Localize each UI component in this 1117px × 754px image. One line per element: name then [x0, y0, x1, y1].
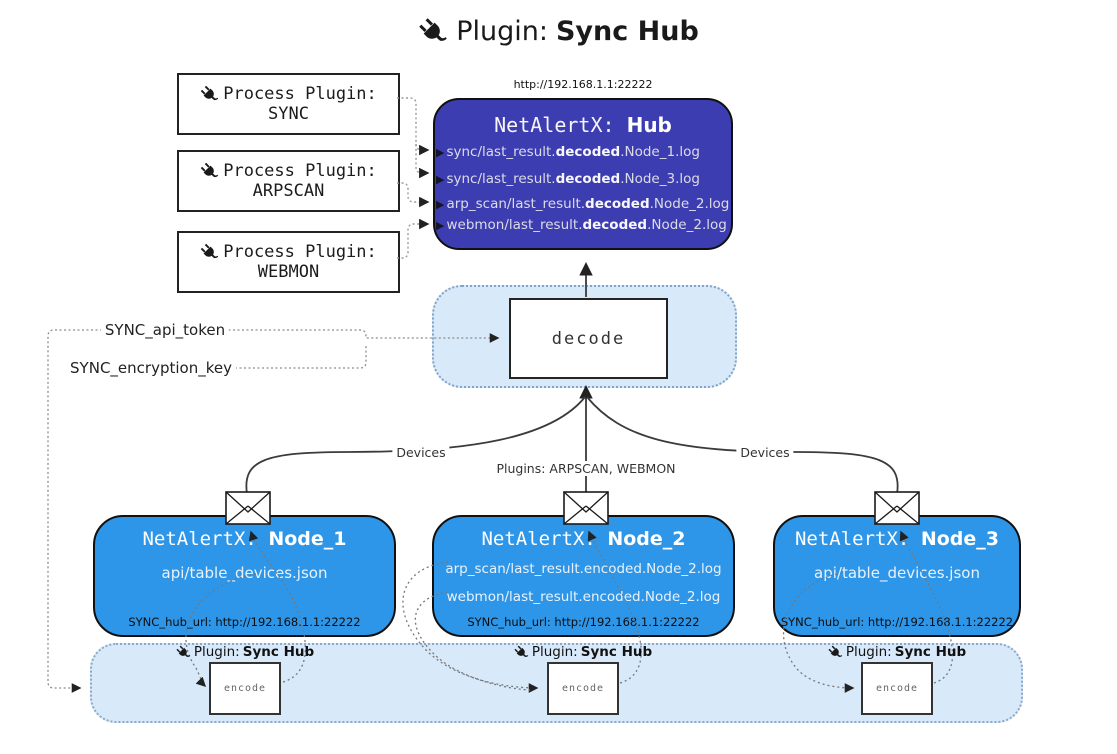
plug-icon	[827, 644, 843, 660]
decode-box: decode	[509, 298, 668, 379]
node-1-box: NetAlertX: Node_1 api/table_devices.json…	[93, 515, 396, 637]
node-log-line: webmon/last_result.encoded.Node_2.log	[446, 589, 721, 605]
hub-log-line: ▶sync/last_result.decoded.Node_3.log	[436, 171, 700, 187]
hub-log-line: ▶webmon/last_result.decoded.Node_2.log	[436, 217, 727, 233]
hub-url-label: http://192.168.1.1:22222	[513, 78, 653, 91]
node-hub-url: SYNC_hub_url: http://192.168.1.1:22222	[467, 615, 700, 629]
title-label: Plugin:	[456, 16, 548, 47]
process-plugin-box-webmon: Process Plugin: WEBMON	[177, 231, 400, 293]
edge-label-plugins-center: Plugins: ARPSCAN, WEBMON	[492, 461, 680, 476]
plug-icon	[200, 84, 220, 104]
node-3-box: NetAlertX: Node_3 api/table_devices.json…	[773, 515, 1021, 637]
hub-log-line: ▶arp_scan/last_result.decoded.Node_2.log	[436, 196, 730, 212]
triangle-arrow-icon: ▶	[436, 219, 445, 232]
decode-container: decode	[432, 285, 737, 388]
sync-api-token-label: SYNC_api_token	[100, 321, 230, 339]
triangle-arrow-icon: ▶	[436, 198, 445, 211]
encode-box: encode	[861, 662, 933, 715]
triangle-arrow-icon: ▶	[436, 146, 445, 159]
process-plugin-box-arpscan: Process Plugin: ARPSCAN	[177, 150, 400, 212]
node-2-box: NetAlertX: Node_2 arp_scan/last_result.e…	[432, 515, 735, 637]
process-plugin-name: SYNC	[268, 104, 309, 124]
hub-log-line: ▶sync/last_result.decoded.Node_1.log	[436, 144, 700, 160]
hub-title-name: Hub	[626, 113, 672, 137]
plug-icon	[200, 242, 220, 262]
plug-icon	[513, 644, 529, 660]
hub-title-prefix: NetAlertX:	[494, 113, 615, 137]
node-log-line: api/table_devices.json	[814, 564, 980, 582]
encode-box: encode	[547, 662, 619, 715]
encoder-plugin-label: Plugin:Sync Hub	[175, 644, 314, 660]
hub-title: NetAlertX: Hub	[435, 113, 731, 137]
sync-encryption-key-label: SYNC_encryption_key	[66, 359, 236, 377]
page-title: Plugin: Sync Hub	[0, 16, 1117, 47]
node-log-line: arp_scan/last_result.encoded.Node_2.log	[445, 561, 722, 577]
encode-box: encode	[209, 662, 281, 715]
process-plugin-label: Process Plugin:	[223, 242, 377, 262]
plug-icon	[175, 644, 191, 660]
hub-box: NetAlertX: Hub ▶sync/last_result.decoded…	[433, 98, 733, 250]
encoder-plugin-label: Plugin:Sync Hub	[513, 644, 652, 660]
node-title: NetAlertX: Node_3	[794, 528, 999, 550]
title-name: Sync Hub	[555, 16, 699, 47]
process-plugin-label: Process Plugin:	[223, 84, 377, 104]
process-plugin-label: Process Plugin:	[223, 161, 377, 181]
node-hub-url: SYNC_hub_url: http://192.168.1.1:22222	[780, 615, 1014, 629]
node-hub-url: SYNC_hub_url: http://192.168.1.1:22222	[128, 615, 361, 629]
edge-label-devices-right: Devices	[736, 445, 794, 460]
encoder-plugin-label: Plugin:Sync Hub	[827, 644, 966, 660]
process-plugin-box-sync: Process Plugin: SYNC	[177, 73, 400, 135]
node-title: NetAlertX: Node_2	[481, 528, 686, 550]
plug-icon	[418, 16, 449, 47]
plug-icon	[200, 161, 220, 181]
edge-label-devices-left: Devices	[392, 445, 450, 460]
process-plugin-name: WEBMON	[257, 262, 320, 282]
edge-plugins-to-hub	[397, 97, 430, 259]
node-log-line: api/table_devices.json	[161, 564, 328, 582]
node-title: NetAlertX: Node_1	[142, 528, 347, 550]
triangle-arrow-icon: ▶	[436, 173, 445, 186]
process-plugin-name: ARPSCAN	[252, 181, 325, 201]
